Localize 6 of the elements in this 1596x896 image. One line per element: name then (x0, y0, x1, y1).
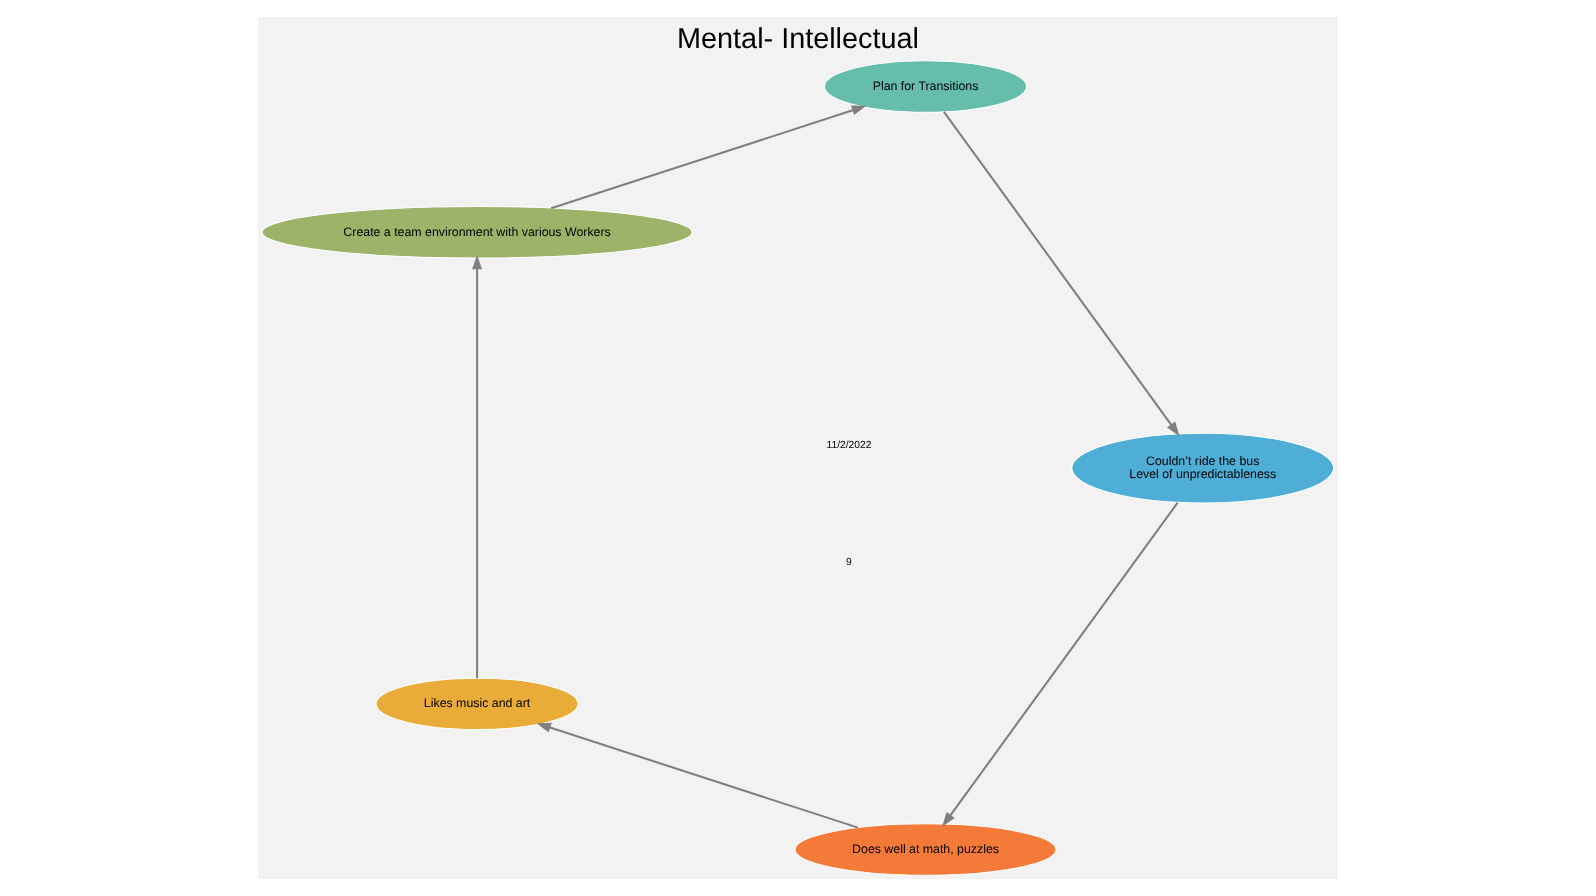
arrow (472, 254, 483, 679)
arrow (550, 105, 867, 210)
arrow (942, 502, 1179, 827)
diagram-title: Mental- Intellectual (677, 24, 919, 57)
arrow (536, 722, 859, 829)
arrow (943, 111, 1180, 437)
